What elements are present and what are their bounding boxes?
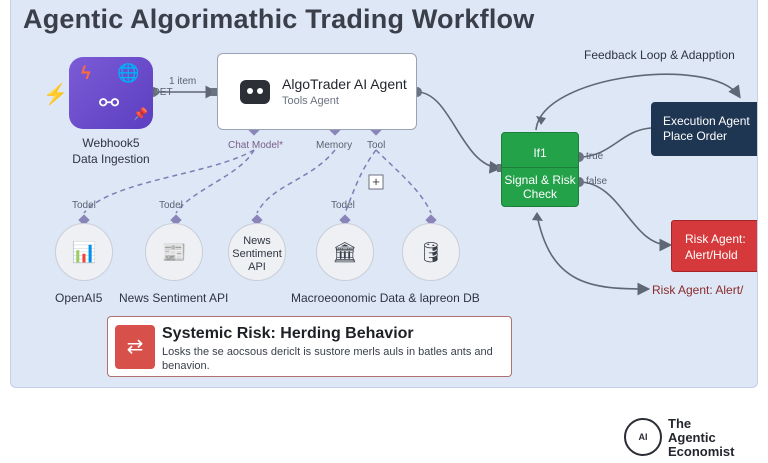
bolt-icon: ϟ: [81, 63, 91, 83]
agent-node[interactable]: AlgoTrader AI Agent Tools Agent: [217, 53, 417, 130]
news-sentiment-text: News Sentiment API: [232, 235, 282, 273]
if-description: Signal & Risk Check: [502, 167, 578, 201]
trigger-bolt-icon: ⚡: [43, 84, 68, 106]
risk-agent-node[interactable]: Risk Agent: Alert/Hold: [671, 220, 757, 272]
agent-type: Tools Agent: [282, 95, 339, 107]
if-node[interactable]: If1 Signal & Risk Check: [501, 132, 579, 207]
tool-label: Todel: [159, 200, 183, 211]
agent-to-if-wire: [416, 91, 503, 174]
pin-icon: 📌: [133, 107, 148, 121]
add-tool-button[interactable]: [368, 174, 384, 190]
database-tool-node[interactable]: 🛢: [402, 223, 460, 281]
true-branch-wire: [578, 127, 652, 158]
svg-text:+: +: [372, 174, 380, 189]
systemic-risk-banner: ⇄ Systemic Risk: Herding Behavior Losks …: [107, 316, 512, 377]
feedback-loop-wire: [535, 73, 741, 131]
tool-label: Todel: [72, 200, 96, 211]
false-branch-wire: [578, 181, 673, 252]
feedback-loop-label: Feedback Loop & Adapption: [584, 48, 735, 62]
bank-icon: 🏛: [332, 242, 358, 264]
tool-port-label: Tool: [367, 140, 386, 151]
openai-tool-node[interactable]: 📊: [55, 223, 113, 281]
globe-icon: 🌐: [117, 63, 140, 83]
news-api-tool-node[interactable]: 📰: [145, 223, 203, 281]
openai-label: OpenAI5: [55, 291, 103, 305]
execution-agent-node[interactable]: Execution Agent Place Order: [651, 102, 757, 156]
memory-port-label: Memory: [316, 140, 353, 151]
output-port-label: OET: [152, 87, 173, 98]
risk-arrow-label: Risk Agent: Alert/: [652, 283, 744, 297]
page-title: Agentic Algorimathic Trading Workflow: [23, 4, 535, 34]
shuffle-icon: ⇄: [115, 325, 155, 369]
tool-label: Todel: [331, 200, 355, 211]
webhook-label: Webhook5 Data Ingestion: [72, 136, 150, 166]
if-header: If1: [533, 146, 547, 160]
risk-return-wire: [536, 214, 651, 296]
database-icon: 🛢: [418, 242, 444, 264]
workflow-canvas: Agentic Algorimathic Trading Workflow: [10, 0, 758, 388]
news-sentiment-tool-node[interactable]: News Sentiment API: [228, 223, 286, 281]
banner-heading: Systemic Risk: Herding Behavior: [162, 325, 414, 342]
chat-model-port-label: Chat Model*: [228, 140, 284, 151]
ai-head-icon: AI: [624, 418, 662, 456]
webhook-node[interactable]: ϟ 🌐 ⚯ 📌: [69, 57, 153, 129]
webhook-icon: ⚯: [99, 90, 120, 117]
true-branch-label: true: [586, 151, 604, 162]
banner-body: Losks the se aocsous dericlt is sustore …: [162, 346, 493, 372]
macro-db-label: Macroeoonomic Data & lapreon DB: [291, 291, 480, 305]
item-count-label: 1 item: [169, 76, 197, 87]
agent-name: AlgoTrader AI Agent: [282, 76, 407, 92]
news-api-label: News Sentiment API: [119, 291, 229, 305]
macro-data-tool-node[interactable]: 🏛: [316, 223, 374, 281]
false-branch-label: false: [586, 176, 608, 187]
robot-icon: [240, 80, 270, 104]
candlestick-chart-icon: 📊: [71, 242, 97, 264]
agent-input-port[interactable]: [211, 88, 219, 96]
newspaper-icon: 📰: [161, 242, 187, 264]
